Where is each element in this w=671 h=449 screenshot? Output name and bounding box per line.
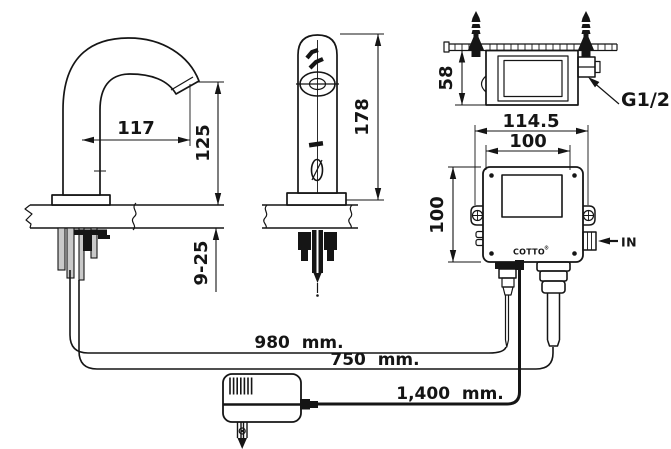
- spout-outlet-face: [170, 76, 194, 91]
- plate-end-cap: [443, 41, 450, 53]
- deck-break-mid: [131, 202, 137, 231]
- dim-text-deck-thickness: 9-25: [191, 240, 212, 285]
- control-box-front-view: COTTO ®: [470, 166, 597, 263]
- box-side-lid: [497, 55, 569, 102]
- threaded-stud: [298, 232, 311, 250]
- plate-hatch: [454, 44, 613, 50]
- tab-screw-right-cross: [584, 211, 593, 220]
- hose-connector-tier3: [541, 280, 566, 294]
- brand-registered-mark: ®: [544, 246, 549, 252]
- sensor-cable-length-label: 980 mm.: [254, 333, 343, 353]
- box-side-lid-inner: [503, 59, 563, 98]
- conduit-taper: [313, 273, 322, 283]
- supply-hose-length-label: 750 mm.: [330, 350, 419, 370]
- sensor-conduit: [312, 230, 317, 273]
- threaded-stud: [324, 232, 337, 250]
- shank-pipe: [78, 227, 85, 281]
- dim-box-side-height: 58: [436, 50, 486, 106]
- cord-strain-relief: [300, 399, 310, 410]
- side-bump: [480, 75, 487, 93]
- tab-screw-left-cross: [473, 211, 482, 220]
- thread-size-label: G1/2: [621, 89, 670, 111]
- threaded-stud-tail: [301, 250, 308, 261]
- cables: 980 mm. 750 mm. 1,400 mm.: [69, 270, 554, 406]
- brand-logo: COTTO: [513, 248, 545, 257]
- faucet-base-flange: [286, 192, 347, 206]
- deck-break-right: [348, 204, 353, 229]
- prong-hole: [238, 427, 246, 435]
- threaded-stud-tail: [327, 250, 334, 261]
- sensor-plug-collar: [495, 262, 520, 269]
- dim-text-body-width: 100: [509, 131, 547, 152]
- anchor-bolt: [468, 11, 484, 57]
- spout-mark: [308, 141, 324, 148]
- adapter-body: [222, 373, 302, 423]
- outlet-icon: [310, 158, 324, 182]
- hose-connector-tier2: [539, 270, 568, 282]
- inlet-fitting: [582, 231, 597, 251]
- dim-deck-thickness: 9-25: [191, 228, 220, 292]
- locking-nut: [83, 235, 92, 251]
- sensor-beam-icon: [305, 48, 324, 70]
- sensor-conduit: [318, 230, 323, 273]
- power-adapter: [222, 373, 318, 449]
- dim-box-body-width: 100: [485, 131, 571, 170]
- box-connectors: [495, 260, 571, 348]
- dim-text-box-side-height: 58: [436, 65, 457, 90]
- thread-callout: G1/2: [588, 77, 670, 111]
- faucet-front-view: [262, 34, 358, 297]
- faucet-side-view: [24, 37, 224, 281]
- mounting-bracket-step: [98, 235, 110, 239]
- spout-profile: [62, 37, 200, 196]
- corner-screw: [489, 173, 494, 178]
- faucet-base-flange: [51, 194, 111, 206]
- deck-break-left: [24, 204, 33, 229]
- dim-box-overall-width: 114.5: [474, 111, 589, 205]
- dim-text-reach: 117: [117, 118, 155, 139]
- wire-tip: [316, 294, 319, 297]
- shank-pipe: [57, 227, 66, 271]
- sensor-plug-taper: [502, 286, 514, 296]
- hose-connector-tier1: [536, 261, 571, 272]
- cord-strain-relief-tip: [310, 401, 318, 408]
- sensor-plug-body: [498, 268, 517, 279]
- dim-outlet-height: 125: [193, 81, 224, 205]
- corner-screw: [489, 251, 494, 256]
- control-box-side-view: [443, 11, 618, 106]
- box-window: [501, 174, 563, 218]
- outlet-icon-slash: [311, 159, 323, 181]
- plug-prongs: [236, 422, 248, 438]
- prong-tip: [237, 438, 247, 449]
- power-cord-path: [318, 270, 521, 406]
- power-cord-length-label: 1,400 mm.: [396, 384, 504, 404]
- sensor-cable-path: [69, 270, 507, 354]
- dim-text-outlet-height: 125: [193, 124, 214, 162]
- mounting-bracket: [74, 229, 107, 235]
- adapter-vents: [229, 377, 253, 395]
- box-front-outline: [482, 166, 584, 263]
- corner-screw: [572, 173, 577, 178]
- mount-tab-right: [583, 205, 596, 226]
- sensor-plug-needle: [504, 295, 510, 348]
- hose-tube: [546, 293, 561, 347]
- dim-spout-reach: 117: [82, 84, 191, 146]
- inlet-fitting-facets: [587, 232, 592, 250]
- corner-screw: [572, 251, 577, 256]
- prong-hole-dot: [241, 429, 244, 433]
- centerline-tick: [94, 165, 106, 177]
- dim-overall-height: 178: [340, 33, 384, 201]
- dim-text-body-height: 100: [427, 196, 448, 234]
- deck-break-left: [263, 204, 268, 229]
- dim-text-overall-height: 178: [352, 98, 373, 136]
- sensor-plug-mid: [501, 277, 515, 288]
- supply-hose-path: [78, 280, 554, 370]
- inlet-label: IN: [621, 235, 637, 250]
- anchor-bolt: [578, 11, 594, 57]
- dim-text-overall-width: 114.5: [503, 111, 560, 132]
- g12-fitting-tip: [594, 60, 601, 74]
- dim-box-body-height: 100: [427, 166, 481, 263]
- inlet-callout: IN: [598, 235, 637, 250]
- mount-tab-left: [470, 205, 483, 226]
